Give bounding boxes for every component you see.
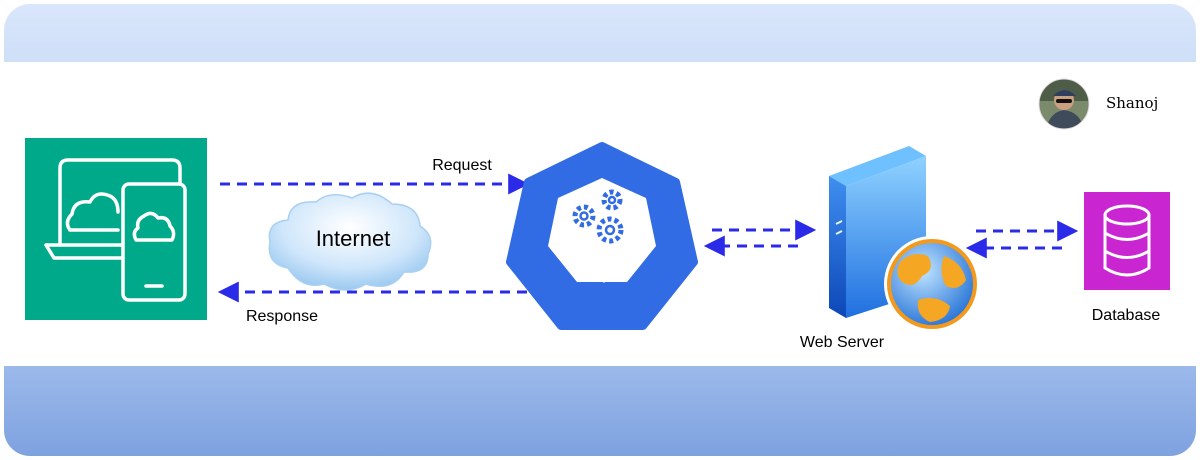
author-badge: Shanoj [1038, 78, 1158, 130]
author-name: Shanoj [1106, 94, 1158, 112]
globe-icon [884, 236, 980, 332]
web-server-label: Web Server [800, 334, 885, 351]
request-label: Request [432, 157, 492, 174]
database-cylinder-icon [1103, 204, 1151, 277]
client-device-node [25, 138, 207, 320]
database-node: Database [1084, 192, 1170, 324]
api-gateway-node: api [506, 142, 698, 330]
bottom-banner [4, 366, 1196, 456]
top-banner [4, 4, 1196, 62]
gears-icon [572, 189, 624, 244]
web-server-node: Web Server [800, 146, 980, 351]
laptop-mobile-cloud-icon [44, 158, 187, 302]
internet-label: Internet [316, 226, 391, 251]
cloud-icon [268, 192, 432, 291]
response-label: Response [246, 308, 318, 325]
avatar [1039, 79, 1089, 129]
api-inner-shape [548, 178, 656, 282]
internet-cloud-node: Internet [268, 192, 432, 291]
database-label: Database [1092, 307, 1161, 324]
api-label: api [589, 258, 618, 283]
